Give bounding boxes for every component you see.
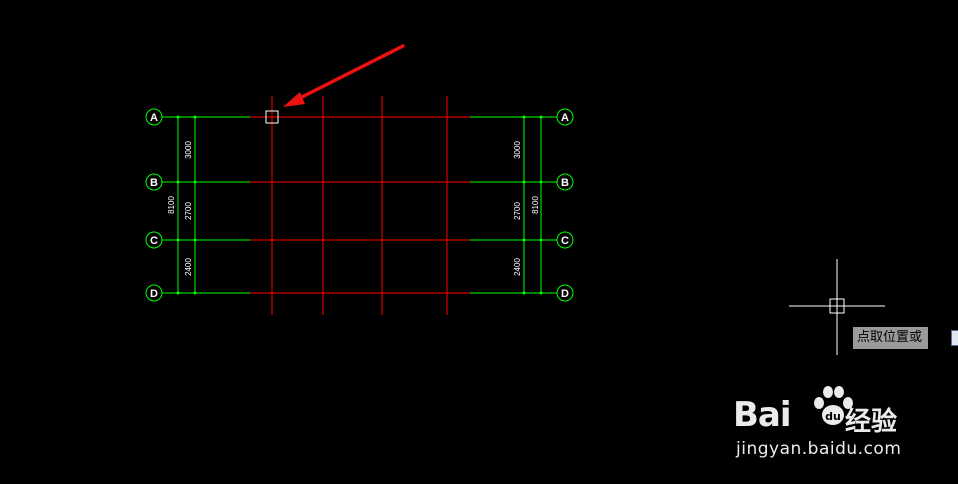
red-grid-lines [250, 96, 470, 315]
crosshair-cursor-icon [789, 259, 885, 355]
axis-label-c-right: C [561, 235, 569, 247]
axis-bubbles-left: A B C D [145, 108, 163, 302]
axis-label-b-right: B [561, 177, 569, 189]
dimension-left-2: 2700 [184, 202, 193, 220]
dimension-left-3: 2400 [184, 258, 193, 276]
dimension-right-total: 8100 [531, 196, 540, 214]
axis-ticks [176, 115, 543, 295]
svg-text:du: du [825, 410, 841, 423]
axis-label-b-left: B [150, 177, 158, 189]
tooltip-option-button[interactable] [951, 330, 958, 346]
watermark-brand-suffix: 经验 [845, 407, 898, 437]
annotation-arrow-icon [283, 44, 405, 107]
dimension-left-total: 8100 [167, 196, 176, 214]
dimension-right-2: 2700 [513, 202, 522, 220]
watermark-brand: Bai [733, 395, 792, 435]
axis-label-d-left: D [150, 288, 158, 300]
axis-label-a-left: A [150, 112, 158, 124]
axis-label-c-left: C [150, 235, 158, 247]
axis-bubbles-right: A B C D [556, 108, 574, 302]
command-tooltip: 点取位置或 [853, 327, 929, 349]
paw-logo-icon: du [814, 386, 853, 425]
axis-label-d-right: D [561, 288, 569, 300]
dimension-right-3: 2400 [513, 258, 522, 276]
dimension-right-1: 3000 [513, 141, 522, 159]
pick-box-marker[interactable] [265, 110, 279, 124]
watermark-url: jingyan.baidu.com [736, 439, 902, 459]
baidu-jingyan-watermark: Bai du 经验 jingyan.baidu.com [733, 375, 953, 465]
axis-label-a-right: A [561, 112, 569, 124]
dimension-left-1: 3000 [184, 141, 193, 159]
